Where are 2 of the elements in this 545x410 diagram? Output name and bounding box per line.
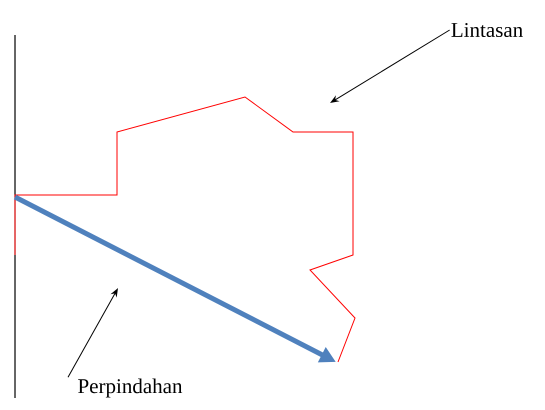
label-text: Lintasan: [451, 22, 523, 38]
label-text: Perpindahan: [78, 378, 182, 398]
